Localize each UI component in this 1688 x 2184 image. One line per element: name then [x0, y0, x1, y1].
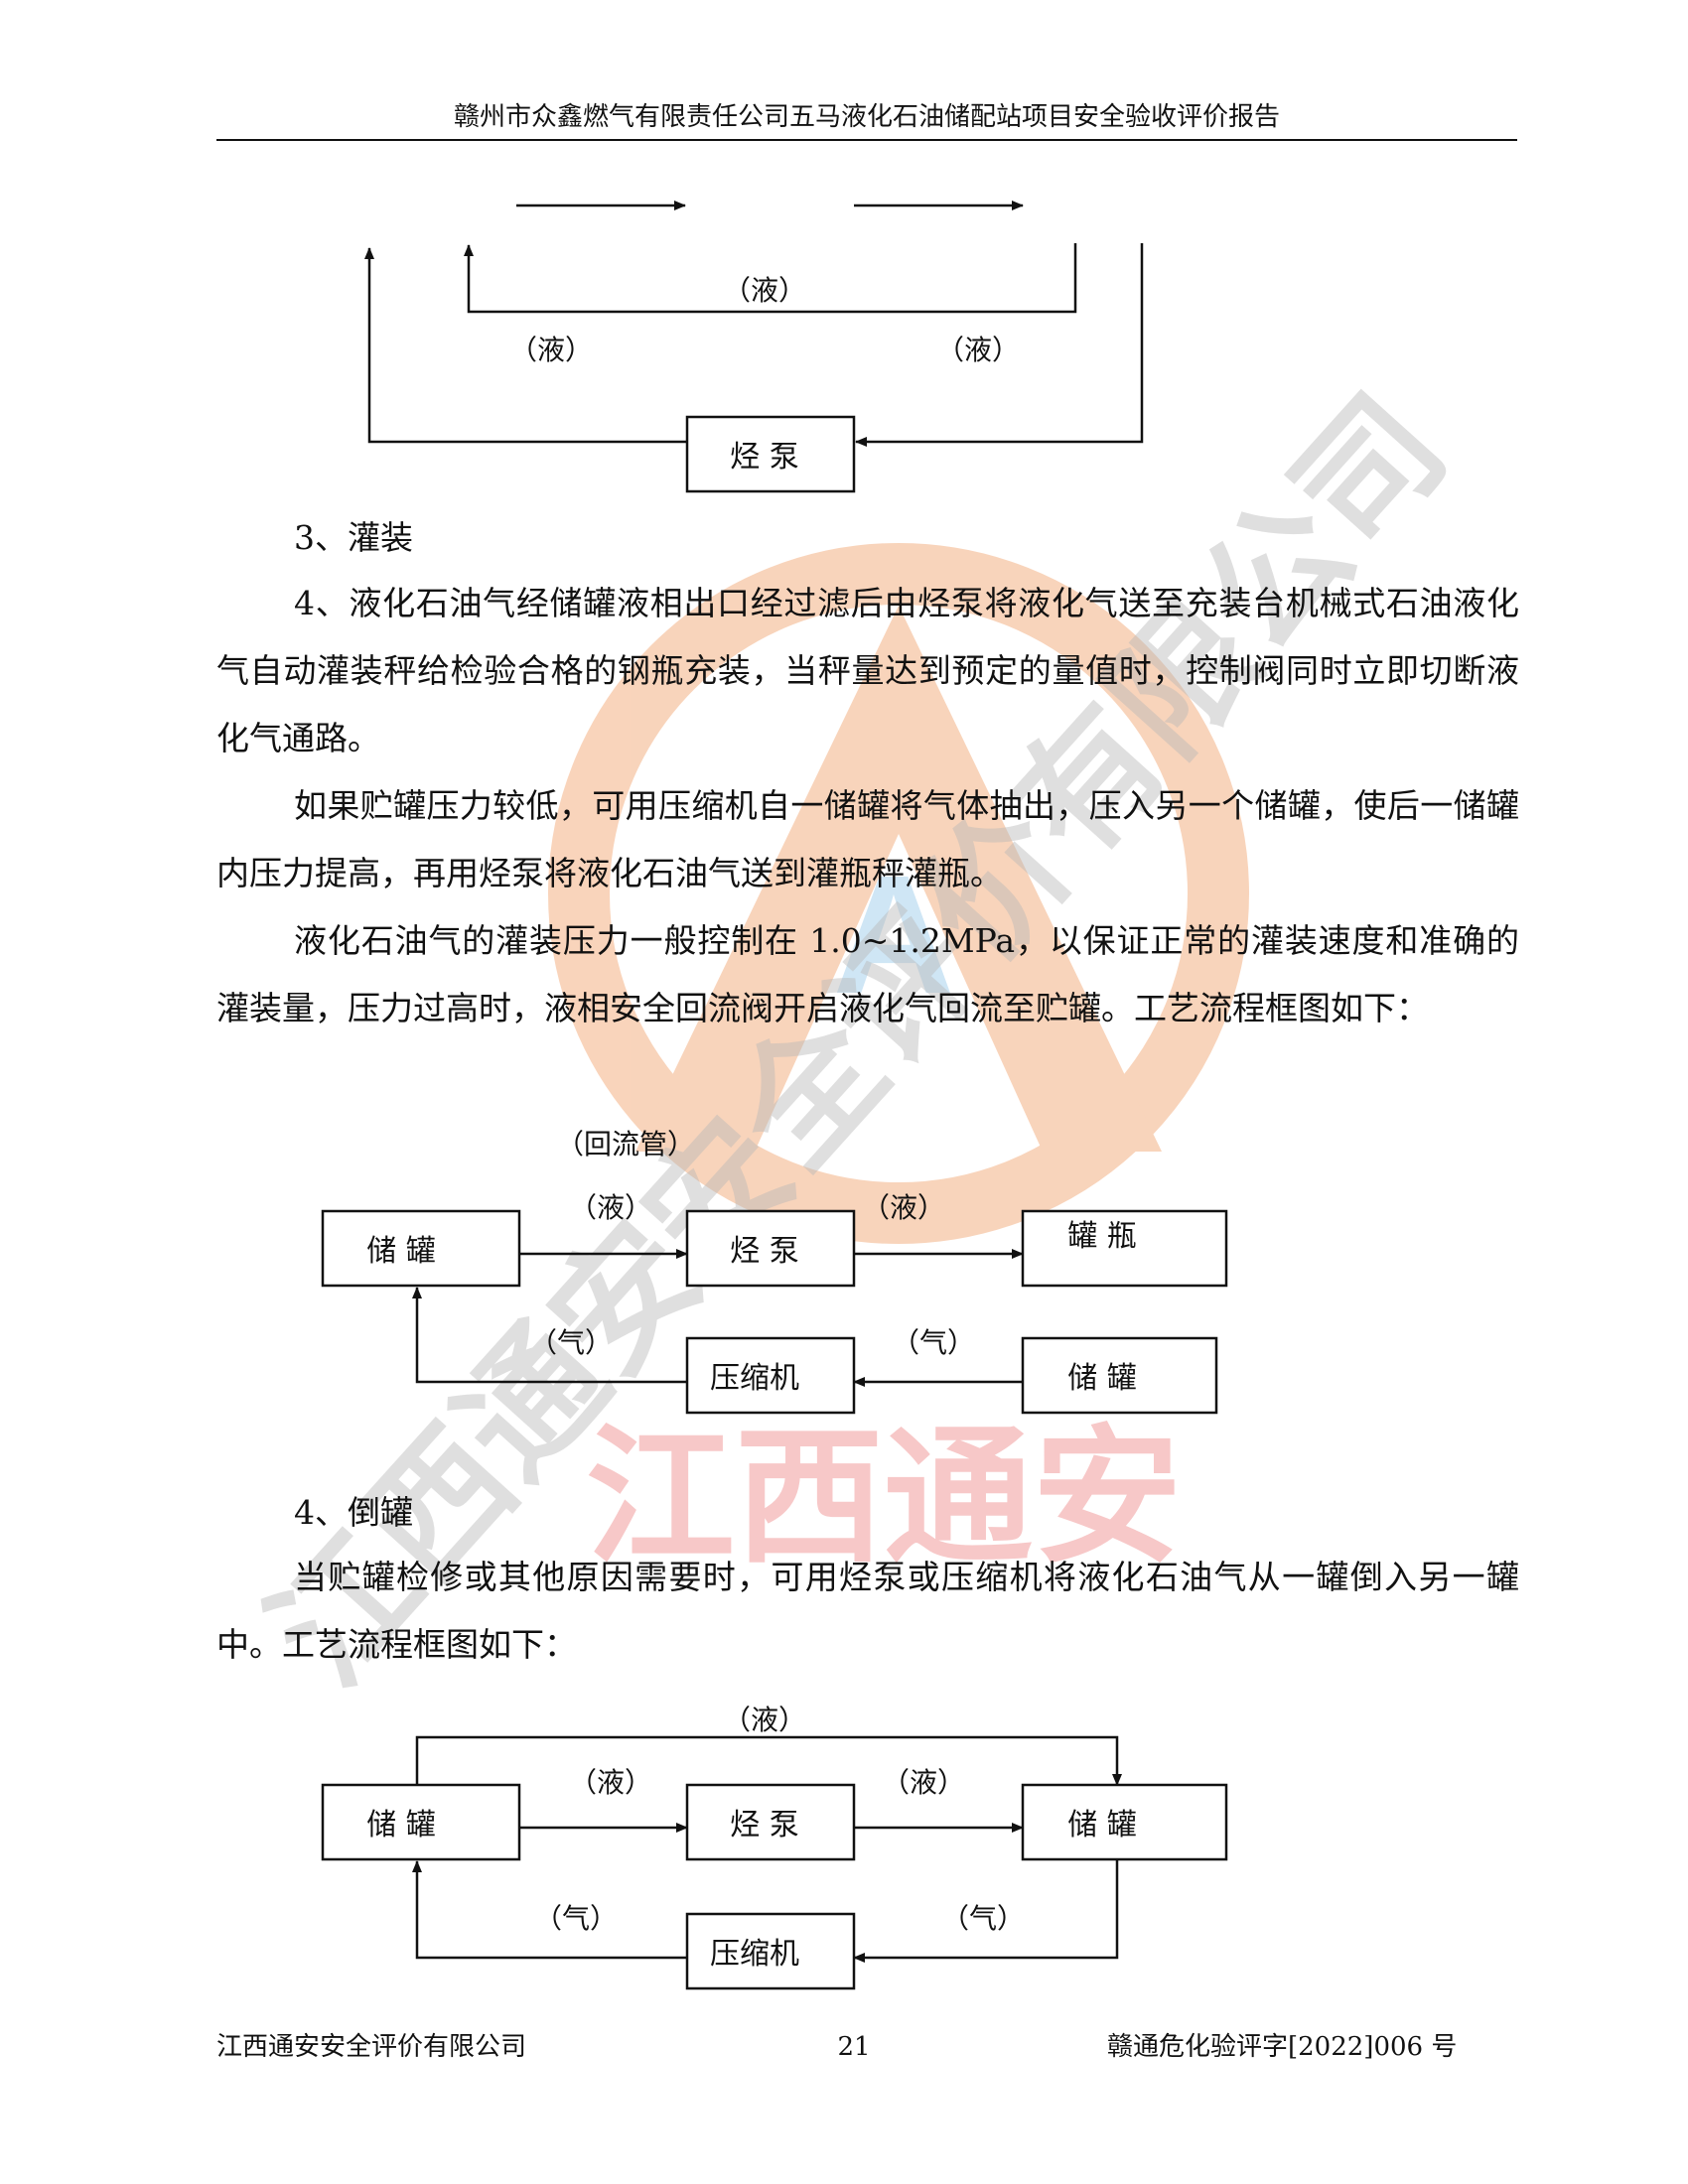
page-header: 赣州市众鑫燃气有限责任公司五马液化石油储配站项目安全验收评价报告	[453, 102, 1280, 132]
label-gas-b: （气）	[941, 1902, 1025, 1935]
label-liquid-a: （液）	[569, 1766, 652, 1799]
section4-heading: 4、倒罐	[294, 1493, 413, 1532]
label-liquid-1: （液）	[723, 274, 806, 307]
label-liquid-2: （液）	[509, 334, 593, 366]
header-rule	[216, 139, 1517, 141]
label-gas-b: （气）	[892, 1326, 975, 1359]
section3-heading: 3、灌装	[294, 518, 413, 557]
diagram-transfer: （液） 储 罐 烃 泵 储 罐 （液） （液） 压缩机 （气） （气）	[321, 1704, 1228, 1990]
section4-text: 当贮罐检修或其他原因需要时，可用烃泵或压缩机将液化石油气从一罐倒入另一罐中。工艺…	[216, 1558, 1519, 1664]
box-cylinder-label: 罐 瓶	[1067, 1219, 1137, 1254]
box-tank-2-label: 储 罐	[1067, 1361, 1137, 1396]
box-compressor	[685, 1336, 856, 1415]
label-liquid-3: （液）	[936, 334, 1020, 366]
label-gas-a: （气）	[534, 1902, 618, 1935]
label-liquid-a: （液）	[569, 1191, 652, 1224]
box-pump	[685, 415, 856, 493]
label-liquid-b: （液）	[862, 1191, 945, 1224]
paragraph-2: 如果贮罐压力较低，可用压缩机自一储罐将气体抽出，压入另一个储罐，使后一储罐内压力…	[216, 786, 1519, 892]
box-tank-1-label: 储 罐	[366, 1234, 436, 1269]
diagram-filling: （回流管） 储 罐 烃 泵 罐 瓶 （液） （液） 压缩机 储 罐 （气） （气…	[321, 1128, 1228, 1415]
label-liquid-b: （液）	[882, 1766, 965, 1799]
label-return-pipe: （回流管）	[556, 1128, 695, 1160]
diagram-top: （液） （液） （液） 烃 泵	[364, 201, 1144, 493]
box-tank-left-label: 储 罐	[366, 1808, 436, 1843]
box-pump-label: 烃 泵	[730, 1234, 799, 1269]
line-left-outer	[364, 247, 687, 444]
box-pump	[685, 1209, 856, 1288]
footer-doc-number: 赣通危化验评字[2022]006 号	[1107, 2032, 1458, 2062]
box-compressor-label: 压缩机	[710, 1937, 799, 1972]
line-right-outer	[855, 243, 1144, 447]
box-pump-label: 烃 泵	[730, 440, 799, 475]
arrow-tank-compressor	[853, 1859, 1119, 1963]
box-compressor-label: 压缩机	[710, 1361, 799, 1396]
box-cylinder	[1021, 1209, 1228, 1288]
paragraph-1: 4、液化石油气经储罐液相出口经过滤后由烃泵将液化气送至充装台机械式石油液化气自动…	[216, 584, 1519, 757]
box-tank-1	[321, 1209, 521, 1288]
box-tank-right-label: 储 罐	[1067, 1808, 1137, 1843]
arrow-compressor-tank1	[412, 1287, 687, 1384]
box-tank-right	[1021, 1783, 1228, 1861]
label-gas-a: （气）	[529, 1326, 613, 1359]
footer-company: 江西通安安全评价有限公司	[216, 2032, 527, 2062]
box-tank-2	[1021, 1336, 1218, 1415]
page-number: 21	[837, 2032, 871, 2062]
arrow-compressor-tank	[412, 1860, 687, 1960]
label-liquid-top: （液）	[723, 1704, 806, 1736]
paragraph-3: 液化石油气的灌装压力一般控制在 1.0~1.2MPa，以保证正常的灌装速度和准确…	[216, 921, 1519, 1027]
box-compressor	[685, 1912, 856, 1990]
box-pump-label: 烃 泵	[730, 1808, 799, 1843]
box-tank-left	[321, 1783, 521, 1861]
line-inner	[464, 243, 1077, 314]
box-pump	[685, 1783, 856, 1861]
arrow-top-bypass	[415, 1735, 1122, 1786]
